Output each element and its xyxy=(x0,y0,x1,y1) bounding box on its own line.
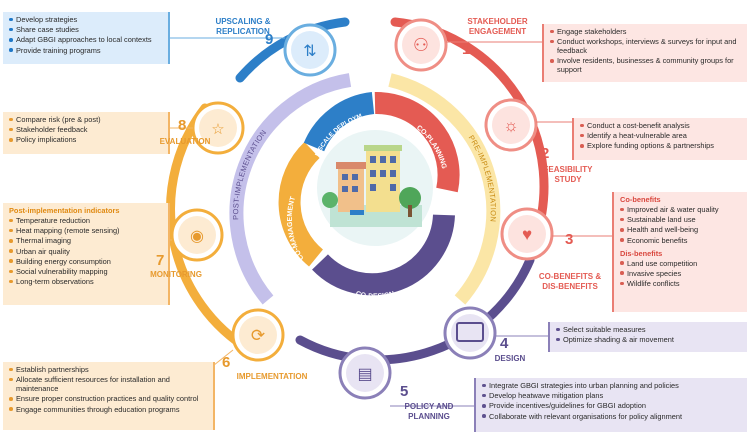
full-scale-deployment-segment xyxy=(303,92,375,152)
list-item: Land use competition xyxy=(620,259,741,268)
stage-8-title: EVALUATION xyxy=(159,137,211,146)
stage-3-title: CO-BENEFITS & DIS-BENEFITS xyxy=(538,272,602,291)
list-item: Allocate sufficient resources for instal… xyxy=(9,375,207,393)
list-item: Social vulnerability mapping xyxy=(9,267,162,276)
stage-3-number: 3 xyxy=(565,231,574,248)
list-item: Engage communities through education pro… xyxy=(9,405,207,414)
list-item: Improved air & water quality xyxy=(620,205,741,214)
list-item: Optimize shading & air movement xyxy=(556,335,741,344)
stage-8-number: 8 xyxy=(178,117,187,134)
list-item: Urban air quality xyxy=(9,247,162,256)
stage-2-box: Conduct a cost-benefit analysis Identify… xyxy=(572,118,747,160)
list-item: Invasive species xyxy=(620,269,741,278)
list-item: Identify a heat-vulnerable area xyxy=(580,131,741,140)
stage-9-box: Develop strategies Share case studies Ad… xyxy=(3,12,170,64)
list-item: Heat mapping (remote sensing) xyxy=(9,226,162,235)
list-item: Adapt GBGI approaches to local contexts xyxy=(9,35,162,44)
stage-7-number: 7 xyxy=(156,252,165,269)
stage-6-number: 6 xyxy=(222,354,231,371)
stage-5-number: 5 xyxy=(400,383,409,400)
cycle-check-icon: ⟳ xyxy=(251,326,265,345)
co-design-segment xyxy=(312,214,455,296)
co-management-segment xyxy=(278,142,324,267)
stage-8-box: Compare risk (pre & post) Stakeholder fe… xyxy=(3,112,170,154)
handshake-icon: ⚇ xyxy=(413,35,429,55)
stage-4-title: DESIGN xyxy=(494,354,526,363)
hands-heart-icon: ♥ xyxy=(522,225,532,244)
stage-icon-4 xyxy=(443,306,497,360)
list-item: Develop heatwave mitigation plans xyxy=(482,391,741,400)
stage-icon-2: ☼ xyxy=(484,98,538,152)
stage-6-title: IMPLEMENTATION xyxy=(236,372,308,381)
stage-7-title: MONITORING xyxy=(150,270,202,279)
outer-ring-purple xyxy=(295,255,535,365)
list-item: Conduct a cost-benefit analysis xyxy=(580,121,741,130)
monitor-design-icon xyxy=(456,322,484,342)
list-item: Select suitable measures xyxy=(556,325,741,334)
co-design-label: CO-DESIGN xyxy=(355,291,395,301)
monitor-eye-icon: ◉ xyxy=(190,228,204,245)
list-item: Ensure proper construction practices and… xyxy=(9,394,207,403)
rating-checklist-icon: ☆ xyxy=(211,121,224,138)
list-item: Sustainable land use xyxy=(620,215,741,224)
list-item: Economic benefits xyxy=(620,236,741,245)
stage-1-title: STAKEHOLDER ENGAGEMENT xyxy=(467,17,528,36)
list-item: Integrate GBGI strategies into urban pla… xyxy=(482,381,741,390)
server-transfer-icon: ⇅ xyxy=(303,43,316,60)
stage-3-box: Co-benefits Improved air & water quality… xyxy=(612,192,747,312)
stage-9-number: 9 xyxy=(265,31,274,48)
list-item: Stakeholder feedback xyxy=(9,125,162,134)
lightbulb-book-icon: ☼ xyxy=(503,116,519,135)
post-implementation-band xyxy=(229,73,352,305)
list-item: Share case studies xyxy=(9,25,162,34)
stage-9-title: UPSCALING & REPLICATION xyxy=(215,17,271,36)
stage-1-number: 1 xyxy=(462,41,471,58)
stage-4-number: 4 xyxy=(500,335,509,352)
co-benefits-heading: Co-benefits xyxy=(620,195,661,204)
list-item: Provide incentives/guidelines for GBGI a… xyxy=(482,401,741,410)
stage-2-title: FEASIBILITY STUDY xyxy=(543,165,593,184)
list-item: Policy implications xyxy=(9,135,162,144)
stage-icon-1: ⚇ xyxy=(394,18,448,72)
pre-implementation-band xyxy=(388,73,501,305)
list-item: Health and well-being xyxy=(620,225,741,234)
stage-icon-9: ⇅ xyxy=(283,23,337,77)
list-item: Long-term observations xyxy=(9,277,162,286)
list-item: Collaborate with relevant organisations … xyxy=(482,412,741,421)
list-item: Thermal imaging xyxy=(9,236,162,245)
stage-icon-5: ▤ xyxy=(338,346,392,400)
list-item: Provide training programs xyxy=(9,46,162,55)
list-item: Develop strategies xyxy=(9,15,162,24)
stage-icon-8: ☆ xyxy=(191,101,245,155)
monitoring-heading: Post-implementation indicators xyxy=(9,206,120,215)
dis-benefits-heading: Dis-benefits xyxy=(620,248,663,258)
list-item: Compare risk (pre & post) xyxy=(9,115,162,124)
list-item: Engage stakeholders xyxy=(550,27,741,36)
stage-4-box: Select suitable measures Optimize shadin… xyxy=(548,322,747,352)
stage-6-box: Establish partnerships Allocate sufficie… xyxy=(3,362,215,430)
city-illustration xyxy=(322,145,422,227)
list-item: Conduct workshops, interviews & surveys … xyxy=(550,37,741,55)
co-planning-segment xyxy=(374,91,460,193)
stage-icon-7: ◉ xyxy=(170,208,224,262)
stage-icon-6: ⟳ xyxy=(231,308,285,362)
stage-icon-3: ♥ xyxy=(500,207,554,261)
stage-5-title: POLICY AND PLANNING xyxy=(404,402,454,421)
list-item: Establish partnerships xyxy=(9,365,207,374)
list-item: Explore funding options & partnerships xyxy=(580,141,741,150)
stage-1-box: Engage stakeholders Conduct workshops, i… xyxy=(542,24,747,82)
svg-text:CO-DESIGN: CO-DESIGN xyxy=(355,291,395,301)
stage-5-box: Integrate GBGI strategies into urban pla… xyxy=(474,378,747,432)
list-item: Temperature reduction xyxy=(9,216,162,225)
stage-7-box: Post-implementation indicators Temperatu… xyxy=(3,203,170,305)
policy-document-icon: ▤ xyxy=(357,366,372,383)
list-item: Wildlife conflicts xyxy=(620,279,741,288)
list-item: Involve residents, businesses & communit… xyxy=(550,56,741,74)
list-item: Building energy consumption xyxy=(9,257,162,266)
stage-2-number: 2 xyxy=(541,145,550,162)
